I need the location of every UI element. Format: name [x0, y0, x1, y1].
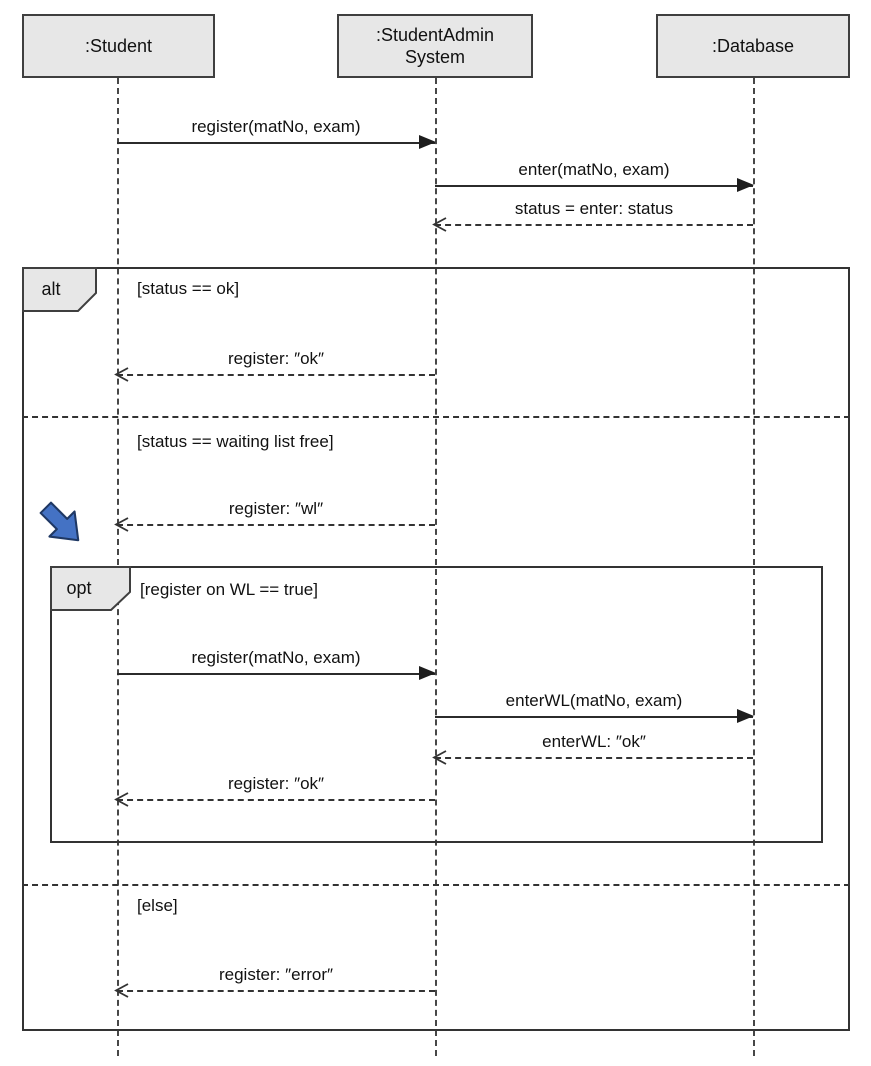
message-label: register(matNo, exam): [191, 648, 361, 667]
arrowhead-solid-icon: [737, 709, 754, 723]
message-label: register: ″ok″: [227, 349, 325, 368]
message-register-1: register(matNo, exam): [117, 108, 436, 149]
message-line: [117, 374, 435, 376]
alt-fragment: alt: [22, 267, 850, 1031]
message-status-enter-status: status = enter: status: [432, 190, 753, 232]
arrowhead-solid-icon: [419, 135, 436, 149]
message-line: [435, 757, 753, 759]
message-label: enterWL(matNo, exam): [505, 691, 683, 710]
guard-register-on-wl-true: [register on WL == true]: [140, 580, 318, 599]
message-line: [435, 224, 753, 226]
highlight-arrow-icon: [22, 484, 101, 563]
arrowhead-open-icon: [114, 792, 129, 807]
lifeline-label-studentadminsystem: :StudentAdmin System: [375, 24, 495, 68]
message-register-error: register: ″error″: [114, 956, 435, 998]
message-register-wl: register: ″wl″: [114, 490, 435, 532]
alt-divider-1: [22, 416, 850, 418]
message-label: enter(matNo, exam): [518, 160, 670, 179]
message-register-2: register(matNo, exam): [117, 639, 436, 680]
message-label: register(matNo, exam): [191, 117, 361, 136]
arrowhead-open-icon: [114, 983, 129, 998]
guard-status-ok: [status == ok]: [137, 279, 240, 298]
guard-else: [else]: [137, 896, 178, 915]
lifeline-head-database: :Database: [656, 14, 850, 78]
message-label: status = enter: status: [514, 199, 674, 218]
opt-operator-pentagon: [50, 566, 131, 611]
message-line: [117, 799, 435, 801]
message-enterwl-ok: enterWL: ″ok″: [432, 723, 753, 765]
message-register-ok-1: register: ″ok″: [114, 340, 435, 382]
message-line: [435, 716, 753, 718]
alt-operator-label: alt: [41, 278, 61, 299]
message-line: [117, 990, 435, 992]
arrowhead-solid-icon: [419, 666, 436, 680]
message-line: [117, 673, 435, 675]
message-register-ok-2: register: ″ok″: [114, 765, 435, 807]
lifeline-head-studentadminsystem: :StudentAdmin System: [337, 14, 533, 78]
arrowhead-open-icon: [114, 517, 129, 532]
message-line: [117, 142, 435, 144]
lifeline-label-student: :Student: [84, 35, 153, 56]
arrowhead-open-icon: [432, 217, 447, 232]
message-enter: enter(matNo, exam): [435, 151, 754, 192]
message-label: register: ″ok″: [227, 774, 325, 793]
alt-operator-pentagon: [22, 267, 97, 312]
lifeline-label-database: :Database: [711, 35, 795, 56]
message-line: [435, 185, 753, 187]
message-line: [117, 524, 435, 526]
lifeline-head-student: :Student: [22, 14, 215, 78]
message-label: enterWL: ″ok″: [542, 732, 646, 751]
message-label: register: ″error″: [218, 965, 334, 984]
message-label: register: ″wl″: [228, 499, 324, 518]
alt-divider-2: [22, 884, 850, 886]
opt-operator-label: opt: [66, 577, 92, 598]
message-enterwl: enterWL(matNo, exam): [435, 682, 754, 723]
arrowhead-open-icon: [114, 367, 129, 382]
opt-fragment: opt: [50, 566, 823, 843]
arrowhead-open-icon: [432, 750, 447, 765]
arrowhead-solid-icon: [737, 178, 754, 192]
guard-status-waiting-list-free: [status == waiting list free]: [137, 432, 334, 451]
